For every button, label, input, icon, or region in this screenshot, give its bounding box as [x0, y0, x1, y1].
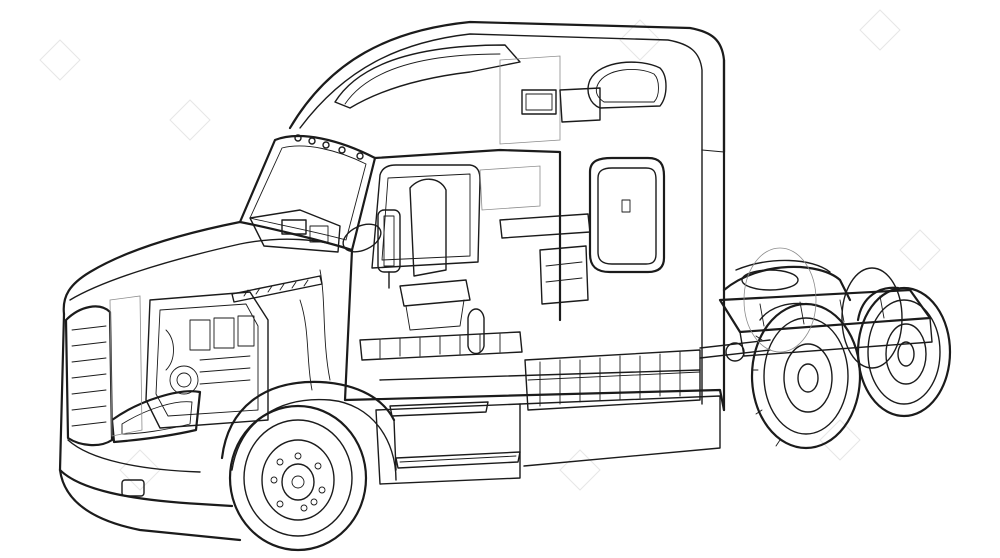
front-wheel	[228, 398, 397, 552]
cab-body	[238, 20, 726, 485]
rear-wheel-1	[750, 302, 862, 450]
hood-front	[58, 209, 353, 542]
watermark-pattern	[39, 9, 941, 491]
chassis-rear	[699, 259, 933, 362]
interior-xray	[342, 55, 701, 411]
rear-wheel-2	[743, 247, 952, 418]
front-fender	[220, 380, 397, 471]
engine-xray	[109, 269, 331, 437]
